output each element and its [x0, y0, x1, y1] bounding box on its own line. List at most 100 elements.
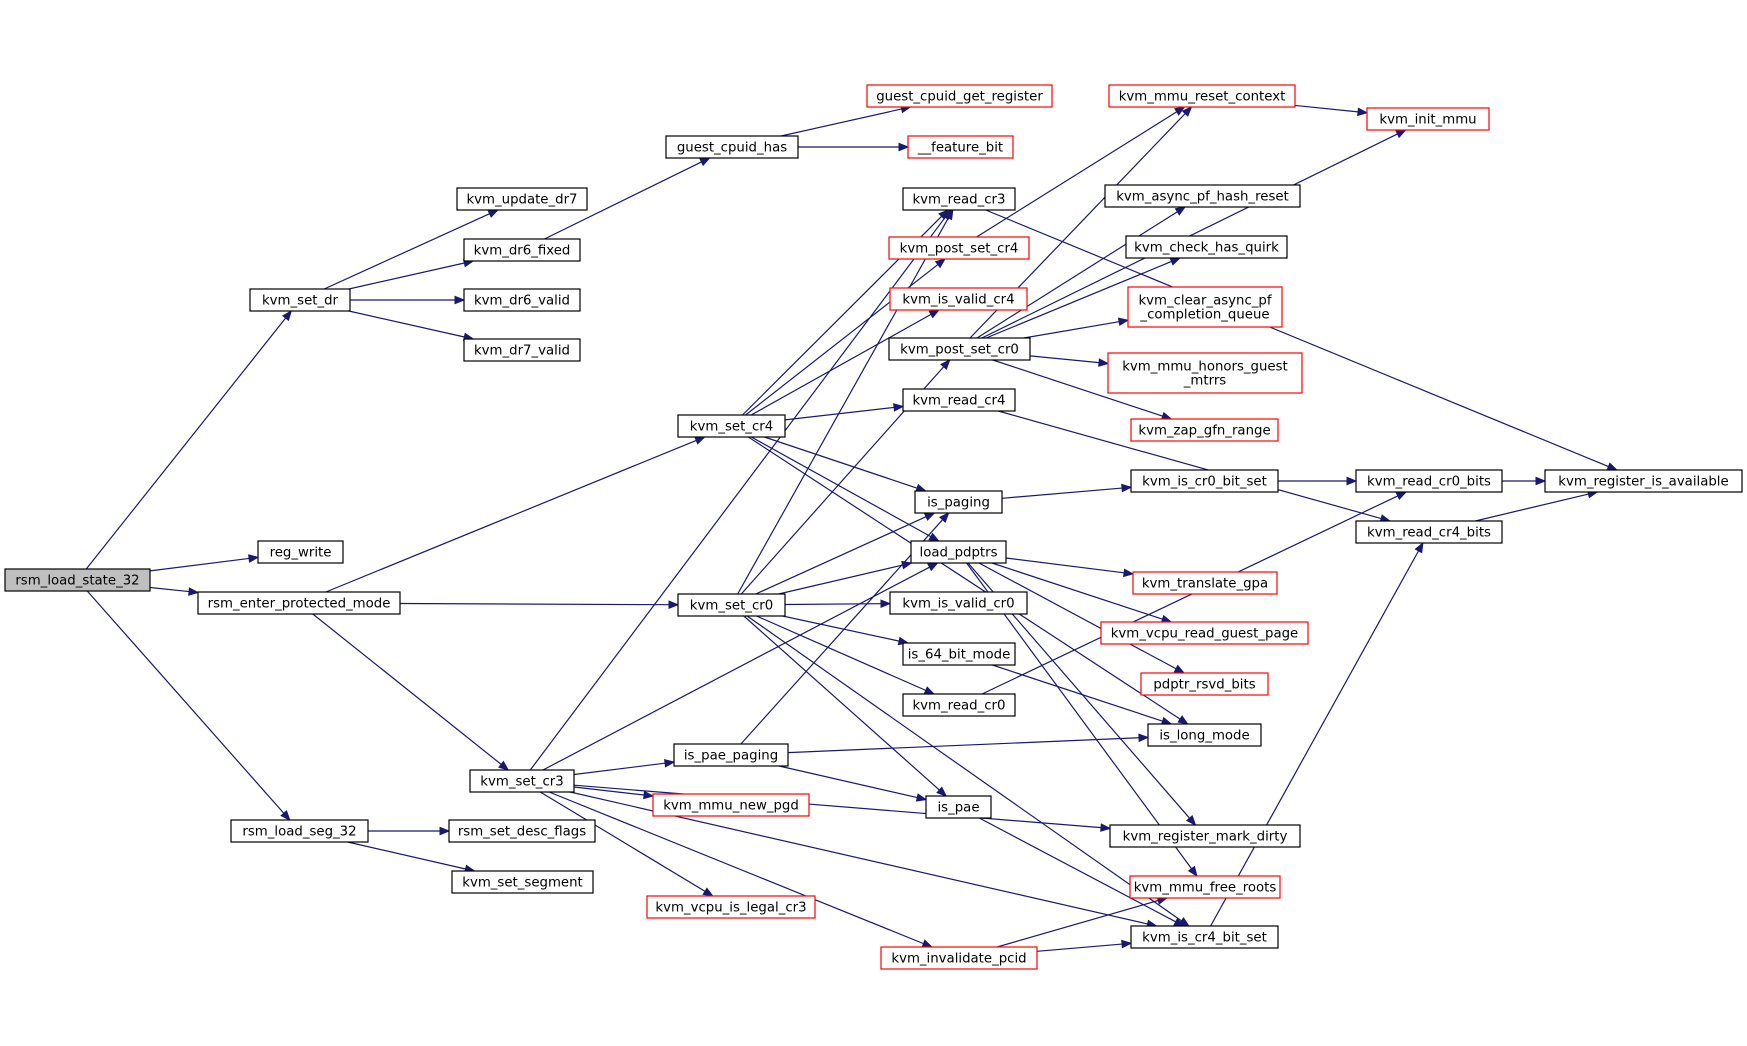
node-box[interactable] — [1355, 469, 1503, 493]
node-kvm-read-cr0[interactable]: kvm_read_cr0 — [902, 693, 1016, 717]
node-box[interactable] — [451, 870, 594, 894]
node-box[interactable] — [1108, 84, 1296, 108]
node-kvm-set-cr4[interactable]: kvm_set_cr4 — [677, 414, 786, 438]
node-box[interactable] — [4, 568, 151, 592]
node-kvm-check-has-quirk[interactable]: kvm_check_has_quirk — [1125, 235, 1288, 259]
node-box[interactable] — [1544, 469, 1743, 493]
node-box[interactable] — [1125, 235, 1288, 259]
node-kvm-dr6-valid[interactable]: kvm_dr6_valid — [463, 288, 581, 312]
node-box[interactable] — [910, 540, 1007, 564]
node-kvm-vcpu-read-guest-page[interactable]: kvm_vcpu_read_guest_page — [1100, 621, 1309, 645]
node-box[interactable] — [448, 819, 596, 843]
node-is-64-bit-mode[interactable]: is_64_bit_mode — [902, 642, 1016, 666]
node-box[interactable] — [1132, 571, 1278, 595]
node-kvm-mmu-honors-guest-mtrrs[interactable]: kvm_mmu_honors_guest_mtrrs — [1107, 352, 1303, 394]
node-kvm-read-cr0-bits[interactable]: kvm_read_cr0_bits — [1355, 469, 1503, 493]
node-box[interactable] — [463, 338, 581, 362]
node-kvm-is-valid-cr4[interactable]: kvm_is_valid_cr4 — [889, 287, 1028, 311]
node-kvm-translate-gpa[interactable]: kvm_translate_gpa — [1132, 571, 1278, 595]
node-box[interactable] — [665, 135, 799, 159]
node-box[interactable] — [902, 187, 1016, 211]
node-box[interactable] — [1104, 184, 1301, 208]
node-kvm-vcpu-is-legal-cr3[interactable]: kvm_vcpu_is_legal_cr3 — [646, 895, 816, 919]
node-kvm-set-segment[interactable]: kvm_set_segment — [451, 870, 594, 894]
node-kvm-set-cr3[interactable]: kvm_set_cr3 — [469, 769, 575, 793]
node-box[interactable] — [469, 769, 575, 793]
node-box[interactable] — [1140, 672, 1269, 696]
node-kvm-mmu-new-pgd[interactable]: kvm_mmu_new_pgd — [652, 793, 810, 817]
node-kvm-read-cr3[interactable]: kvm_read_cr3 — [902, 187, 1016, 211]
node---feature-bit[interactable]: __feature_bit — [907, 135, 1014, 159]
node-box[interactable] — [1355, 520, 1503, 544]
node-kvm-dr7-valid[interactable]: kvm_dr7_valid — [463, 338, 581, 362]
node-kvm-register-is-available[interactable]: kvm_register_is_available — [1544, 469, 1743, 493]
node-rsm-enter-protected-mode[interactable]: rsm_enter_protected_mode — [197, 591, 401, 615]
node-kvm-mmu-reset-context[interactable]: kvm_mmu_reset_context — [1108, 84, 1296, 108]
node-box[interactable] — [1130, 418, 1279, 442]
node-kvm-zap-gfn-range[interactable]: kvm_zap_gfn_range — [1130, 418, 1279, 442]
node-is-long-mode[interactable]: is_long_mode — [1147, 723, 1262, 747]
node-box[interactable] — [257, 540, 344, 564]
node-kvm-is-cr4-bit-set[interactable]: kvm_is_cr4_bit_set — [1130, 925, 1279, 949]
node-box[interactable] — [646, 895, 816, 919]
node-box[interactable] — [889, 591, 1028, 615]
node-box[interactable] — [889, 287, 1028, 311]
node-box[interactable] — [907, 135, 1014, 159]
node-box[interactable] — [1147, 723, 1262, 747]
node-guest-cpuid-has[interactable]: guest_cpuid_has — [665, 135, 799, 159]
node-box[interactable] — [902, 693, 1016, 717]
node-kvm-set-dr[interactable]: kvm_set_dr — [249, 288, 351, 312]
node-is-pae[interactable]: is_pae — [925, 795, 992, 819]
node-box[interactable] — [888, 236, 1030, 260]
node-kvm-dr6-fixed[interactable]: kvm_dr6_fixed — [463, 238, 581, 262]
node-kvm-clear-async-pf-completion-queue[interactable]: kvm_clear_async_pf_completion_queue — [1127, 286, 1283, 328]
node-load-pdptrs[interactable]: load_pdptrs — [910, 540, 1007, 564]
node-box[interactable] — [1129, 875, 1281, 899]
node-kvm-register-mark-dirty[interactable]: kvm_register_mark_dirty — [1109, 824, 1301, 848]
node-box[interactable] — [902, 642, 1016, 666]
node-box[interactable] — [249, 288, 351, 312]
node-box[interactable] — [197, 591, 401, 615]
node-box[interactable] — [1107, 352, 1303, 394]
node-kvm-mmu-free-roots[interactable]: kvm_mmu_free_roots — [1129, 875, 1281, 899]
node-box[interactable] — [463, 288, 581, 312]
node-kvm-post-set-cr4[interactable]: kvm_post_set_cr4 — [888, 236, 1030, 260]
node-pdptr-rsvd-bits[interactable]: pdptr_rsvd_bits — [1140, 672, 1269, 696]
node-kvm-read-cr4[interactable]: kvm_read_cr4 — [902, 388, 1016, 412]
node-box[interactable] — [914, 490, 1003, 514]
node-box[interactable] — [652, 793, 810, 817]
node-kvm-post-set-cr0[interactable]: kvm_post_set_cr0 — [888, 337, 1031, 361]
node-box[interactable] — [1109, 824, 1301, 848]
node-box[interactable] — [677, 414, 786, 438]
node-box[interactable] — [456, 187, 588, 211]
node-rsm-set-desc-flags[interactable]: rsm_set_desc_flags — [448, 819, 596, 843]
node-box[interactable] — [677, 593, 786, 617]
node-box[interactable] — [925, 795, 992, 819]
node-is-pae-paging[interactable]: is_pae_paging — [673, 743, 789, 767]
node-box[interactable] — [1130, 925, 1279, 949]
node-kvm-async-pf-hash-reset[interactable]: kvm_async_pf_hash_reset — [1104, 184, 1301, 208]
node-kvm-set-cr0[interactable]: kvm_set_cr0 — [677, 593, 786, 617]
node-kvm-init-mmu[interactable]: kvm_init_mmu — [1366, 107, 1490, 131]
node-box[interactable] — [673, 743, 789, 767]
node-kvm-is-valid-cr0[interactable]: kvm_is_valid_cr0 — [889, 591, 1028, 615]
node-box[interactable] — [463, 238, 581, 262]
node-box[interactable] — [866, 84, 1053, 108]
node-rsm-load-state-32[interactable]: rsm_load_state_32 — [4, 568, 151, 592]
node-box[interactable] — [1366, 107, 1490, 131]
node-box[interactable] — [880, 946, 1038, 970]
node-box[interactable] — [1130, 469, 1279, 493]
node-guest-cpuid-get-register[interactable]: guest_cpuid_get_register — [866, 84, 1053, 108]
node-box[interactable] — [888, 337, 1031, 361]
node-box[interactable] — [902, 388, 1016, 412]
node-rsm-load-seg-32[interactable]: rsm_load_seg_32 — [230, 819, 369, 843]
node-box[interactable] — [1100, 621, 1309, 645]
node-reg-write[interactable]: reg_write — [257, 540, 344, 564]
node-kvm-invalidate-pcid[interactable]: kvm_invalidate_pcid — [880, 946, 1038, 970]
node-box[interactable] — [230, 819, 369, 843]
node-box[interactable] — [1127, 286, 1283, 328]
node-is-paging[interactable]: is_paging — [914, 490, 1003, 514]
node-kvm-read-cr4-bits[interactable]: kvm_read_cr4_bits — [1355, 520, 1503, 544]
node-kvm-is-cr0-bit-set[interactable]: kvm_is_cr0_bit_set — [1130, 469, 1279, 493]
node-kvm-update-dr7[interactable]: kvm_update_dr7 — [456, 187, 588, 211]
